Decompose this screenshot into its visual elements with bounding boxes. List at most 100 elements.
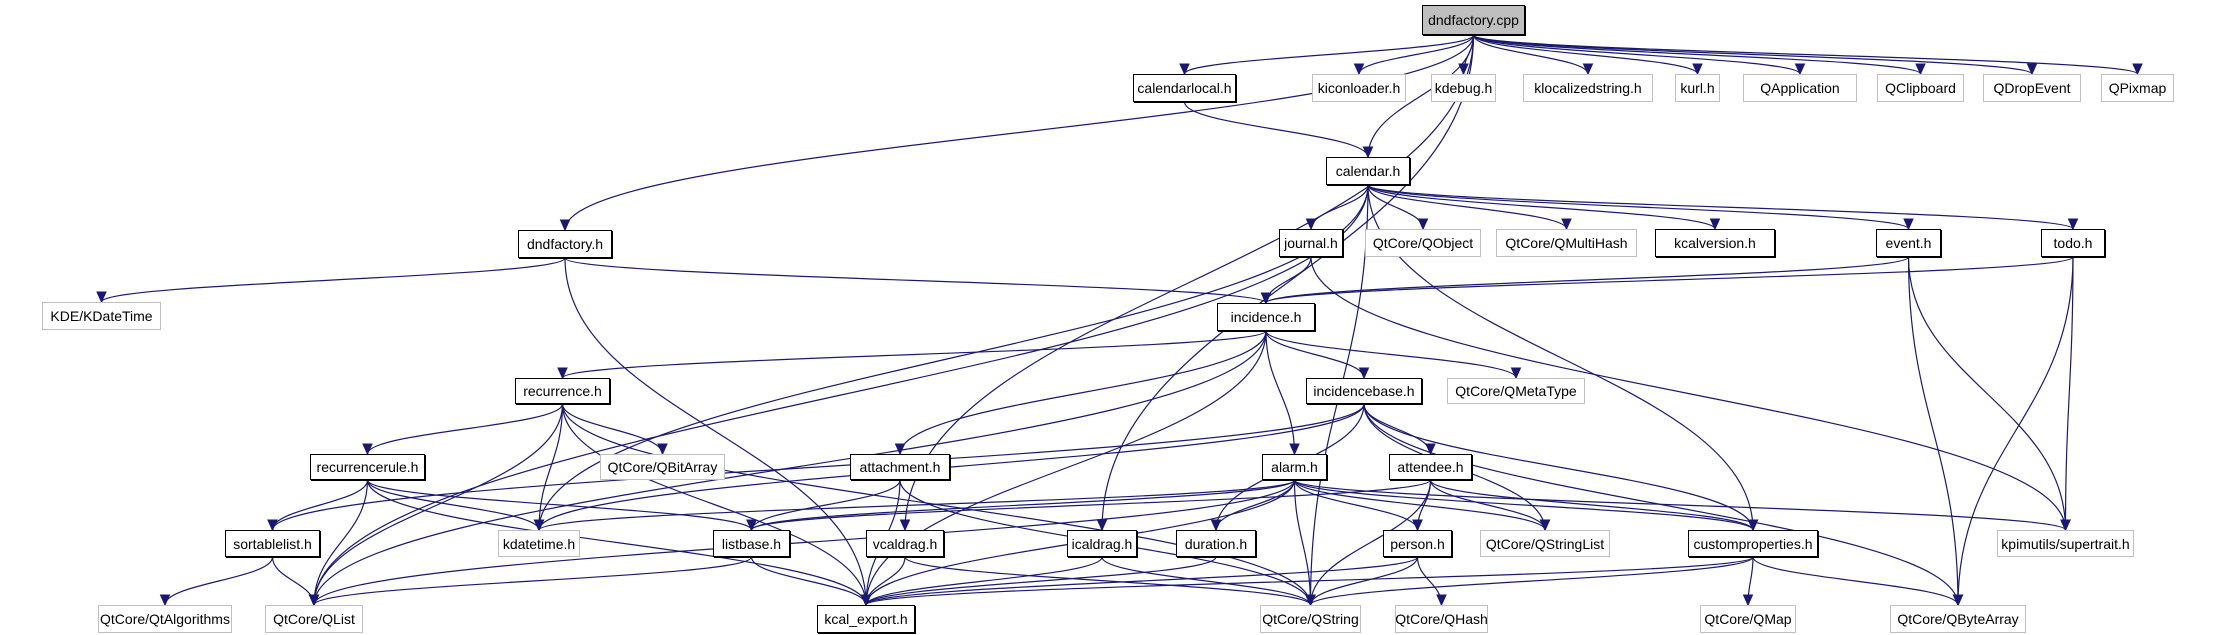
node-qtcore-qstringlist[interactable]: QtCore/QStringList (1480, 530, 1610, 557)
node-qtcore-qstring[interactable]: QtCore/QString (1260, 605, 1361, 633)
edge-dndfactory_cpp-to-QApplication (1472, 34, 1801, 75)
node-attachment-h[interactable]: attachment.h (850, 454, 950, 480)
edge-calendarlocal_h-to-calendar_h (1183, 101, 1369, 158)
node-kcalversion-h[interactable]: kcalversion.h (1655, 229, 1775, 257)
edge-attendee_h-to-QStringList (1429, 479, 1546, 531)
arrowhead-icon (657, 443, 668, 456)
edge-incidence_h-to-kcal_export_h (865, 330, 1267, 606)
node-qtcore-qobject[interactable]: QtCore/QObject (1365, 229, 1481, 257)
node-event-h[interactable]: event.h (1876, 229, 1941, 257)
node-kpimutils-supertrait-h[interactable]: kpimutils/supertrait.h (1997, 530, 2134, 557)
node-alarm-h[interactable]: alarm.h (1262, 454, 1327, 480)
edge-calendar_h-to-event_h (1367, 184, 1910, 230)
edge-dndfactory_cpp-to-klocalizedstring_h (1472, 34, 1589, 75)
edge-dndfactory_cpp-to-kurl_h (1472, 34, 1699, 75)
edge-customproperties_h-to-kcal_export_h (865, 556, 1754, 606)
arrowhead-icon (2067, 218, 2079, 231)
arrowhead-icon (2060, 519, 2071, 532)
arrowhead-icon (1353, 63, 1365, 76)
edge-alarm_h-to-kdatetime_h (538, 479, 1296, 531)
edge-customproperties_h-to-QString (1309, 556, 1754, 606)
arrowhead-icon (1210, 519, 1222, 532)
node-customproperties-h[interactable]: customproperties.h (1688, 530, 1818, 557)
node-kurl-h[interactable]: kurl.h (1675, 74, 1720, 102)
edge-person_h-to-kcal_export_h (865, 556, 1419, 606)
edge-dndfactory_cpp-to-kiconloader_h (1358, 34, 1475, 75)
node-kiconloader-h[interactable]: kiconloader.h (1312, 74, 1406, 102)
node-qtcore-qmetatype[interactable]: QtCore/QMetaType (1447, 378, 1585, 404)
arrowhead-icon (308, 594, 320, 607)
edge-incidence_h-to-QMetaType (1265, 330, 1517, 379)
node-dndfactory-cpp[interactable]: dndfactory.cpp (1422, 5, 1525, 35)
edge-incidencebase_h-to-customproperties_h (1363, 403, 1754, 531)
edge-calendar_h-to-journal_h (1310, 184, 1369, 230)
arrowhead-icon (1179, 63, 1190, 76)
node-vcaldrag-h[interactable]: vcaldrag.h (866, 530, 944, 557)
edge-dndfactory_cpp-to-QClipboard (1472, 34, 1922, 75)
edge-recurrence_h-to-kdatetime_h (538, 403, 564, 531)
node-attendee-h[interactable]: attendee.h (1389, 454, 1472, 480)
node-kdatetime-h[interactable]: kdatetime.h (498, 530, 580, 557)
edge-alarm_h-to-person_h (1293, 479, 1419, 531)
node-recurrence-h[interactable]: recurrence.h (515, 378, 610, 404)
arrowhead-icon (1362, 146, 1374, 159)
node-qtcore-qlist[interactable]: QtCore/QList (265, 605, 363, 633)
edge-dndfactory_cpp-to-vcaldrag_h (904, 34, 1475, 531)
node-journal-h[interactable]: journal.h (1279, 229, 1343, 257)
edge-incidence_h-to-alarm_h (1265, 330, 1296, 455)
arrowhead-icon (1915, 63, 1926, 76)
edge-dndfactory_cpp-to-calendarlocal_h (1183, 34, 1475, 75)
edge-dndfactory_cpp-to-icaldrag_h (1101, 34, 1475, 531)
node-icaldrag-h[interactable]: icaldrag.h (1067, 530, 1137, 557)
node-person-h[interactable]: person.h (1383, 530, 1452, 557)
edge-journal_h-to-supertrait_h (1310, 256, 2067, 531)
arrowhead-icon (894, 443, 906, 456)
edge-todo_h-to-incidence_h (1265, 256, 2074, 304)
node-qtcore-qbytearray[interactable]: QtCore/QByteArray (1890, 605, 2026, 633)
node-kde-kdatetime[interactable]: KDE/KDateTime (42, 302, 161, 330)
edge-dndfactory_cpp-to-calendar_h (1367, 34, 1475, 158)
arrowhead-icon (159, 594, 171, 607)
arrowhead-icon (362, 443, 373, 456)
arrowhead-icon (96, 291, 107, 304)
edge-sortablelist_h-to-QtAlgorithms (164, 556, 274, 606)
arrowhead-icon (1692, 63, 1703, 76)
node-dndfactory-h[interactable]: dndfactory.h (518, 230, 612, 258)
edge-icaldrag_h-to-QString (1101, 556, 1312, 606)
edge-recurrence_h-to-recurrencerule_h (366, 403, 564, 455)
arrowhead-icon (1305, 594, 1316, 607)
arrowhead-icon (860, 594, 872, 607)
node-qtcore-qmap[interactable]: QtCore/QMap (1700, 605, 1796, 633)
node-qtcore-qhash[interactable]: QtCore/QHash (1395, 605, 1488, 633)
node-kdebug-h[interactable]: kdebug.h (1431, 74, 1496, 102)
edge-incidence_h-to-recurrence_h (561, 330, 1267, 379)
node-calendar-h[interactable]: calendar.h (1326, 157, 1410, 185)
node-qclipboard[interactable]: QClipboard (1877, 74, 1964, 102)
node-klocalizedstring-h[interactable]: klocalizedstring.h (1523, 74, 1653, 102)
edge-alarm_h-to-QStringList (1293, 479, 1546, 531)
node-qdropevent[interactable]: QDropEvent (1983, 74, 2081, 102)
node-recurrencerule-h[interactable]: recurrencerule.h (310, 454, 425, 480)
node-kcal-export-h[interactable]: kcal_export.h (817, 605, 915, 633)
arrowhead-icon (1903, 218, 1914, 231)
node-qapplication[interactable]: QApplication (1743, 74, 1857, 102)
node-incidence-h[interactable]: incidence.h (1217, 303, 1315, 331)
node-sortablelist-h[interactable]: sortablelist.h (225, 530, 320, 557)
node-calendarlocal-h[interactable]: calendarlocal.h (1133, 74, 1236, 102)
node-qtcore-qmultihash[interactable]: QtCore/QMultiHash (1496, 229, 1637, 257)
node-qtcore-qtalgorithms[interactable]: QtCore/QtAlgorithms (98, 605, 232, 633)
node-incidencebase-h[interactable]: incidencebase.h (1306, 378, 1422, 404)
node-qpixmap[interactable]: QPixmap (2101, 74, 2174, 102)
edge-calendar_h-to-QList (313, 184, 1369, 606)
node-duration-h[interactable]: duration.h (1176, 530, 1256, 557)
node-todo-h[interactable]: todo.h (2041, 229, 2105, 257)
edge-dndfactory_cpp-to-QPixmap (1472, 34, 2139, 75)
arrowhead-icon (267, 519, 278, 532)
arrowhead-icon (1417, 218, 1429, 231)
edge-attendee_h-to-QString (1309, 479, 1432, 606)
node-listbase-h[interactable]: listbase.h (713, 530, 790, 557)
edge-attachment_h-to-listbase_h (750, 479, 901, 531)
edge-calendar_h-to-kcalversion_h (1367, 184, 1716, 230)
node-qtcore-qbitarray[interactable]: QtCore/QBitArray (600, 454, 725, 480)
edge-alarm_h-to-QList (313, 479, 1296, 606)
